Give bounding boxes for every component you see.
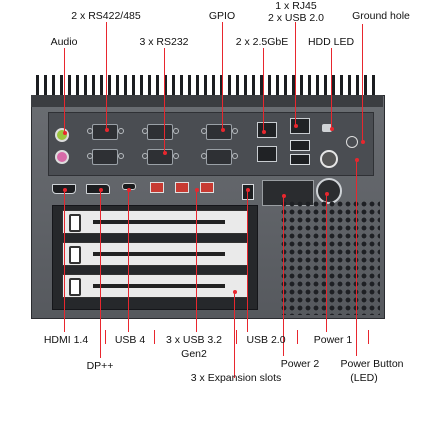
heatsink-fin (84, 75, 87, 97)
label-rj45: 1 x RJ45 (275, 0, 317, 12)
db9-connector (201, 149, 238, 165)
usb-port (150, 182, 164, 193)
heatsink-fin (44, 75, 47, 97)
heatsink-fin (260, 75, 263, 97)
label-gen2: Gen2 (181, 348, 207, 360)
heatsink-fin (116, 75, 119, 97)
heatsink-fin (316, 75, 319, 97)
heatsink-fin (156, 75, 159, 97)
heatsink-fin (364, 75, 367, 97)
label-power2: Power 2 (280, 358, 320, 370)
heatsink-fin (52, 75, 55, 97)
vent-grille (280, 200, 380, 315)
power-button-icon[interactable] (320, 150, 338, 168)
heatsink-fin (276, 75, 279, 97)
db9-connector (142, 149, 179, 165)
heatsink-fin (204, 75, 207, 97)
label-gpio: GPIO (208, 10, 236, 22)
heatsink-fin (164, 75, 167, 97)
label-rs232: 3 x RS232 (139, 36, 189, 48)
heatsink-fin (348, 75, 351, 97)
heatsink-fin (92, 75, 95, 97)
heatsink-fin (36, 75, 39, 97)
heatsink-fin (300, 75, 303, 97)
expansion-slot (62, 274, 248, 298)
expansion-slot (62, 242, 248, 266)
label-power-button: Power Button (340, 358, 404, 370)
rj45-port (257, 146, 277, 162)
label-usb2-pair: 2 x USB 2.0 (267, 12, 325, 24)
usb-port (242, 184, 254, 200)
heatsink-fin (132, 75, 135, 97)
heatsink-fin (228, 75, 231, 97)
usb-port (175, 182, 189, 193)
heatsink-fin (180, 75, 183, 97)
ground-icon (346, 136, 358, 148)
heatsink-fin (308, 75, 311, 97)
usb-port (290, 140, 310, 151)
label-gbe: 2 x 2.5GbE (235, 36, 289, 48)
rj45-port (257, 122, 277, 138)
heatsink-fin (220, 75, 223, 97)
label-usb20: USB 2.0 (246, 334, 286, 346)
heatsink-fin (188, 75, 191, 97)
heatsink-fin (108, 75, 111, 97)
heatsink-fin (60, 75, 63, 97)
usb-port (200, 182, 214, 193)
io-panel-top (48, 112, 374, 176)
label-ground-hole: Ground hole (352, 10, 410, 22)
heatsink-fin (212, 75, 215, 97)
label-hdmi: HDMI 1.4 (43, 334, 89, 346)
hdd-led (322, 124, 332, 132)
heatsink-fin (268, 75, 271, 97)
heatsink-fin (356, 75, 359, 97)
usb-port (290, 154, 310, 165)
heatsink-fin (372, 75, 375, 97)
dp-port (86, 184, 110, 194)
label-usb32: 3 x USB 3.2 (165, 334, 223, 346)
db9-connector (87, 124, 124, 140)
label-expansion-slots: 3 x Expansion slots (190, 372, 282, 384)
audio-line-out-jack (55, 128, 69, 142)
label-hdd-led: HDD LED (307, 36, 355, 48)
heatsink-fin (252, 75, 255, 97)
label-dp: DP++ (86, 360, 114, 372)
heatsink-fin (340, 75, 343, 97)
heatsink-fin (236, 75, 239, 97)
heatsink-fin (76, 75, 79, 97)
label-led: (LED) (350, 372, 378, 384)
heatsink-fin (324, 75, 327, 97)
expansion-slot (62, 210, 248, 234)
heatsink-fin (292, 75, 295, 97)
audio-mic-jack (55, 150, 69, 164)
db9-connector (142, 124, 179, 140)
label-usb4: USB 4 (114, 334, 146, 346)
db9-connector (87, 149, 124, 165)
heatsink-fin (332, 75, 335, 97)
label-audio: Audio (50, 36, 78, 48)
label-rs422: 2 x RS422/485 (71, 10, 141, 22)
heatsink-fin (284, 75, 287, 97)
heatsink-fin (68, 75, 71, 97)
heatsink-fin (100, 75, 103, 97)
heatsink-fin (140, 75, 143, 97)
label-power1: Power 1 (313, 334, 353, 346)
heatsink-fin (148, 75, 151, 97)
heatsink-fin (124, 75, 127, 97)
heatsink-fin (172, 75, 175, 97)
db9-connector (201, 124, 238, 140)
heatsink-fin (244, 75, 247, 97)
heatsink-fin (196, 75, 199, 97)
